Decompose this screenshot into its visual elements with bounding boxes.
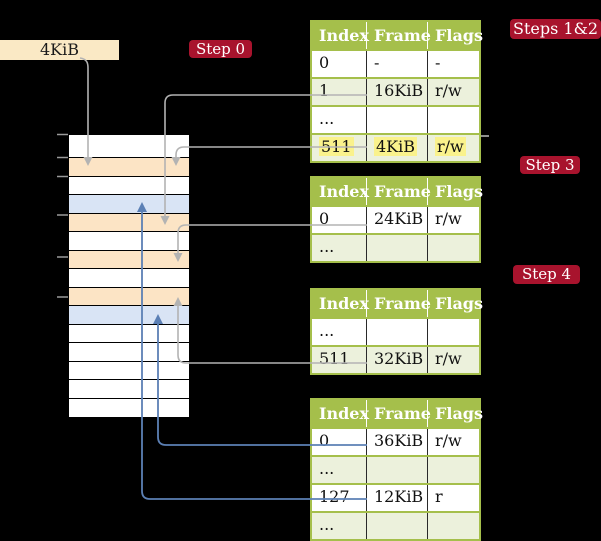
page-table-steps12: Index Frame Flags 0 - - 1 16KiB r/w ... …	[310, 20, 483, 163]
table-row: 127 12KiB r	[312, 483, 479, 511]
step4-label: Step 4	[513, 265, 580, 284]
highlighted-value: r/w	[435, 137, 466, 156]
memory-address-ticks	[57, 133, 68, 298]
column-header-index: Index	[312, 400, 369, 427]
column-header-frame: Frame	[367, 290, 431, 317]
table-row: ...	[312, 233, 479, 261]
memory-row	[69, 325, 189, 343]
page-table-level1: Index Frame Flags 0 36KiB r/w ... 127 12…	[310, 398, 483, 541]
column-header-flags: Flags	[435, 182, 483, 201]
table-row: 1 16KiB r/w	[312, 77, 479, 105]
column-header-index: Index	[312, 178, 369, 205]
step3-label: Step 3	[520, 156, 580, 174]
memory-row	[69, 158, 189, 177]
table-row: 511 32KiB r/w	[312, 345, 479, 373]
table-row: 0 24KiB r/w	[312, 205, 479, 233]
memory-row	[69, 177, 189, 195]
memory-row	[69, 306, 189, 325]
column-header-index: Index	[312, 290, 369, 317]
table-header-row: Index Frame Flags	[312, 290, 483, 317]
memory-row	[69, 135, 189, 158]
table-header-row: Index Frame Flags	[312, 22, 483, 49]
column-header-flags: Flags	[435, 294, 483, 313]
step0-label: Step 0	[189, 40, 252, 58]
table-row: ...	[312, 511, 479, 539]
table-row: ...	[312, 105, 479, 133]
highlighted-value: 4KiB	[374, 137, 418, 156]
page-table-step3: Index Frame Flags 0 24KiB r/w ...	[310, 176, 483, 263]
table-row: ...	[312, 317, 479, 345]
table-row-recursive-entry: 511 4KiB r/w	[312, 133, 479, 161]
steps12-label: Steps 1&2	[510, 19, 601, 39]
memory-row	[69, 232, 189, 251]
frame-address-box: 4KiB	[0, 40, 119, 60]
memory-row	[69, 362, 189, 380]
page-table-step4: Index Frame Flags ... 511 32KiB r/w	[310, 288, 483, 375]
memory-row	[69, 380, 189, 399]
memory-row	[69, 269, 189, 288]
memory-row	[69, 251, 189, 269]
memory-row	[69, 343, 189, 362]
column-header-frame: Frame	[367, 22, 431, 49]
memory-row	[69, 195, 189, 214]
table-row: ...	[312, 455, 479, 483]
memory-row	[69, 214, 189, 232]
table-header-row: Index Frame Flags	[312, 178, 483, 205]
column-header-flags: Flags	[435, 26, 483, 45]
column-header-frame: Frame	[367, 400, 431, 427]
table-row: 0 36KiB r/w	[312, 427, 479, 455]
column-header-flags: Flags	[435, 404, 483, 423]
memory-row	[69, 288, 189, 306]
table-row: 0 - -	[312, 49, 479, 77]
column-header-frame: Frame	[367, 178, 431, 205]
column-header-index: Index	[312, 22, 369, 49]
table-header-row: Index Frame Flags	[312, 400, 483, 427]
highlighted-value: 511	[319, 137, 354, 156]
memory-strip	[68, 134, 190, 418]
memory-row	[69, 399, 189, 417]
